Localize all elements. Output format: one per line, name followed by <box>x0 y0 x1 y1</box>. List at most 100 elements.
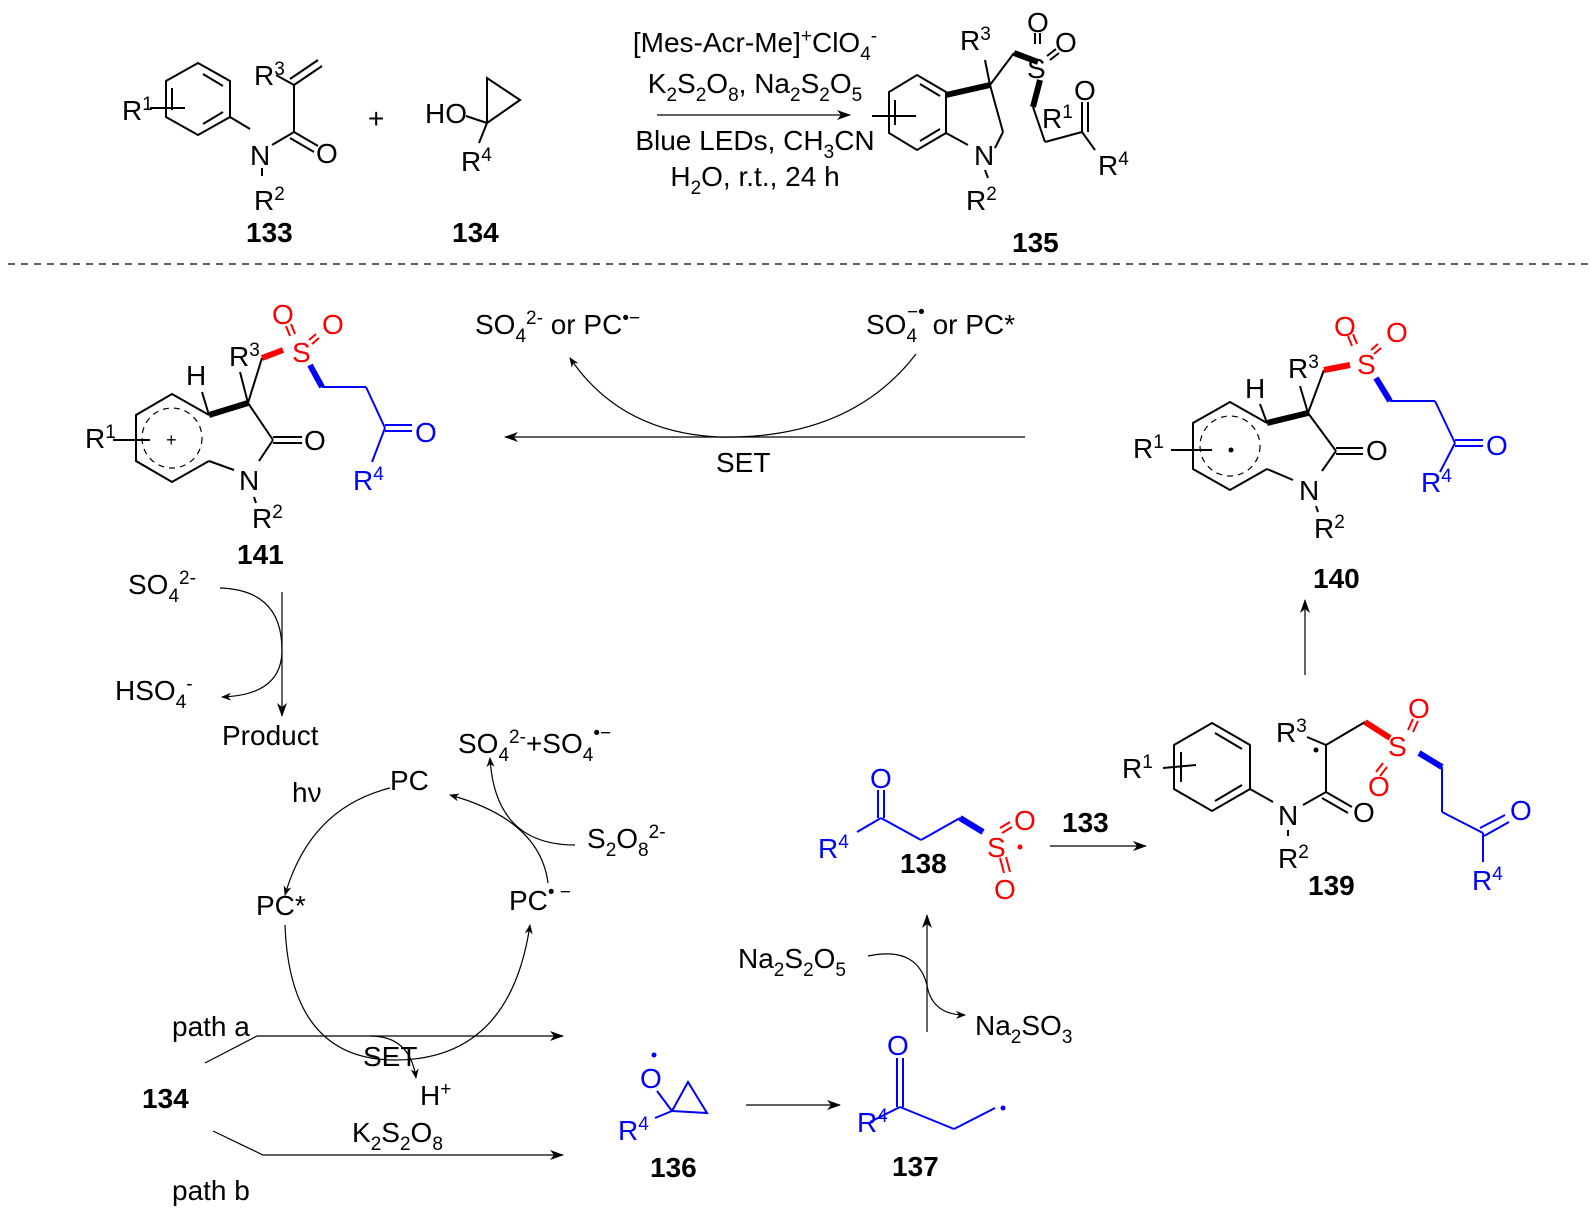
set-right-species: SO4−• or PC* <box>866 302 1015 347</box>
oxygen-label: O <box>887 1030 909 1061</box>
oxygen-label: O <box>1408 693 1430 724</box>
cation-charge: + <box>166 430 177 450</box>
persulfate-label: S2O82- <box>587 822 666 861</box>
hydroxy-label: HO <box>425 98 467 129</box>
oxygen-label: O <box>415 417 437 448</box>
set-left-species: SO42- or PC•− <box>475 308 640 347</box>
addition-reagent-label: 133 <box>1062 807 1109 838</box>
r3-label: R3 <box>1276 716 1307 748</box>
sulfur-label: S <box>292 337 311 368</box>
deprotonation-curved-arrow <box>219 587 283 701</box>
path-a-set-label: SET <box>363 1041 417 1072</box>
path-a-arrow <box>204 1031 564 1064</box>
oxygen-label: O <box>1366 435 1388 466</box>
oxygen-label: O <box>1510 795 1532 826</box>
r2-label: R2 <box>252 502 283 534</box>
r2-label: R2 <box>1278 842 1309 874</box>
arrow-pc-to-pc-excited <box>283 787 391 896</box>
compound-label-136: 136 <box>650 1152 697 1183</box>
set-curved-arrow <box>569 353 917 438</box>
oxygen-label: O <box>1334 311 1356 342</box>
nitrogen-label: N <box>1299 475 1319 506</box>
r4-label: R4 <box>618 1114 649 1146</box>
condition-light-solvent: Blue LEDs, CH3CN <box>635 125 874 163</box>
compound-139-structure <box>1162 718 1510 862</box>
nitrogen-label: N <box>1278 800 1298 831</box>
compound-141-structure <box>113 323 412 504</box>
oxygen-label: O <box>994 874 1016 905</box>
set-label: SET <box>716 447 770 478</box>
persulfate-curved-arrow <box>486 757 576 846</box>
r4-label: R4 <box>461 145 492 177</box>
r4-label: R4 <box>353 464 384 496</box>
r4-label: R4 <box>857 1106 888 1138</box>
oxygen-label: O <box>322 309 344 340</box>
r3-label: R3 <box>229 340 260 372</box>
proton-label: H+ <box>420 1079 451 1111</box>
oxygen-label: O <box>1014 805 1036 836</box>
condition-catalyst: [Mes-Acr-Me]+ClO4- <box>633 26 877 65</box>
arrow-pc-radical-to-pc <box>449 793 549 884</box>
so2-insertion-curved-arrow <box>867 953 966 1019</box>
product-label: Product <box>222 720 319 751</box>
sulfate-radical-products: SO42-+SO4•− <box>458 723 611 766</box>
oxygen-label: O <box>1027 7 1049 38</box>
sulfite-label: Na2SO3 <box>975 1010 1072 1048</box>
r1-label: R1 <box>85 422 116 454</box>
path-b-label: path b <box>172 1175 250 1206</box>
r1-label: R1 <box>1133 432 1164 464</box>
sulfur-label: S <box>987 832 1006 863</box>
compound-135-structure <box>872 33 1096 179</box>
sulfate-in: SO42- <box>128 568 196 607</box>
oxygen-label: O <box>272 299 294 330</box>
pc-radical-anion-label: PC• − <box>509 882 571 916</box>
r4-label: R4 <box>1472 864 1503 896</box>
r3-label: R3 <box>960 24 991 56</box>
pc-label: PC <box>390 765 429 796</box>
compound-label-137: 137 <box>892 1151 939 1182</box>
condition-oxidants: K2S2O8, Na2S2O5 <box>648 68 862 106</box>
hydrogen-label: H <box>1245 373 1265 404</box>
compound-label-141: 141 <box>237 539 284 570</box>
compound-134-structure <box>465 76 522 144</box>
path-b-reagent: K2S2O8 <box>352 1117 443 1155</box>
compound-label-140: 140 <box>1313 563 1360 594</box>
path-a-label: path a <box>172 1011 250 1042</box>
sulfur-label: S <box>1357 349 1376 380</box>
r3-label: R3 <box>254 59 285 91</box>
compound-label-133: 133 <box>246 217 293 248</box>
arrow-pc-excited-to-pc-radical <box>284 924 533 1061</box>
oxygen-label: O <box>1353 797 1375 828</box>
r2-label: R2 <box>966 184 997 216</box>
oxygen-label: O <box>1486 430 1508 461</box>
r4-label: R4 <box>818 832 849 864</box>
oxygen-label: O <box>304 425 326 456</box>
sulfur-label: S <box>1027 53 1046 84</box>
oxygen-label: O <box>316 138 338 169</box>
compound-133-structure <box>150 59 323 176</box>
hydrogen-label: H <box>186 360 206 391</box>
r4-label: R4 <box>1098 149 1129 181</box>
nitrogen-label: N <box>250 140 270 171</box>
oxygen-label: O <box>870 763 892 794</box>
compound-138-structure <box>856 790 1023 874</box>
r3-label: R3 <box>1288 352 1319 384</box>
r4-label: R4 <box>1421 466 1452 498</box>
r1-label: R1 <box>1042 102 1073 134</box>
compound-137-structure <box>869 1058 1006 1130</box>
oxygen-label: O <box>1386 317 1408 348</box>
compound-label-138: 138 <box>900 848 947 879</box>
proton-release-arrow <box>369 1035 419 1079</box>
r1-label: R1 <box>122 94 153 126</box>
light-label: hν <box>292 777 322 808</box>
pc-excited-label: PC* <box>256 890 306 921</box>
oxygen-label: O <box>1368 771 1390 802</box>
oxygen-label: O <box>1074 75 1096 106</box>
compound-label-134-start: 134 <box>142 1083 189 1114</box>
r1-label: R1 <box>1122 752 1153 784</box>
oxygen-label: O <box>1055 27 1077 58</box>
r2-label: R2 <box>1314 512 1345 544</box>
r2-label: R2 <box>254 184 285 216</box>
bisulfate-out: HSO4- <box>115 674 193 713</box>
